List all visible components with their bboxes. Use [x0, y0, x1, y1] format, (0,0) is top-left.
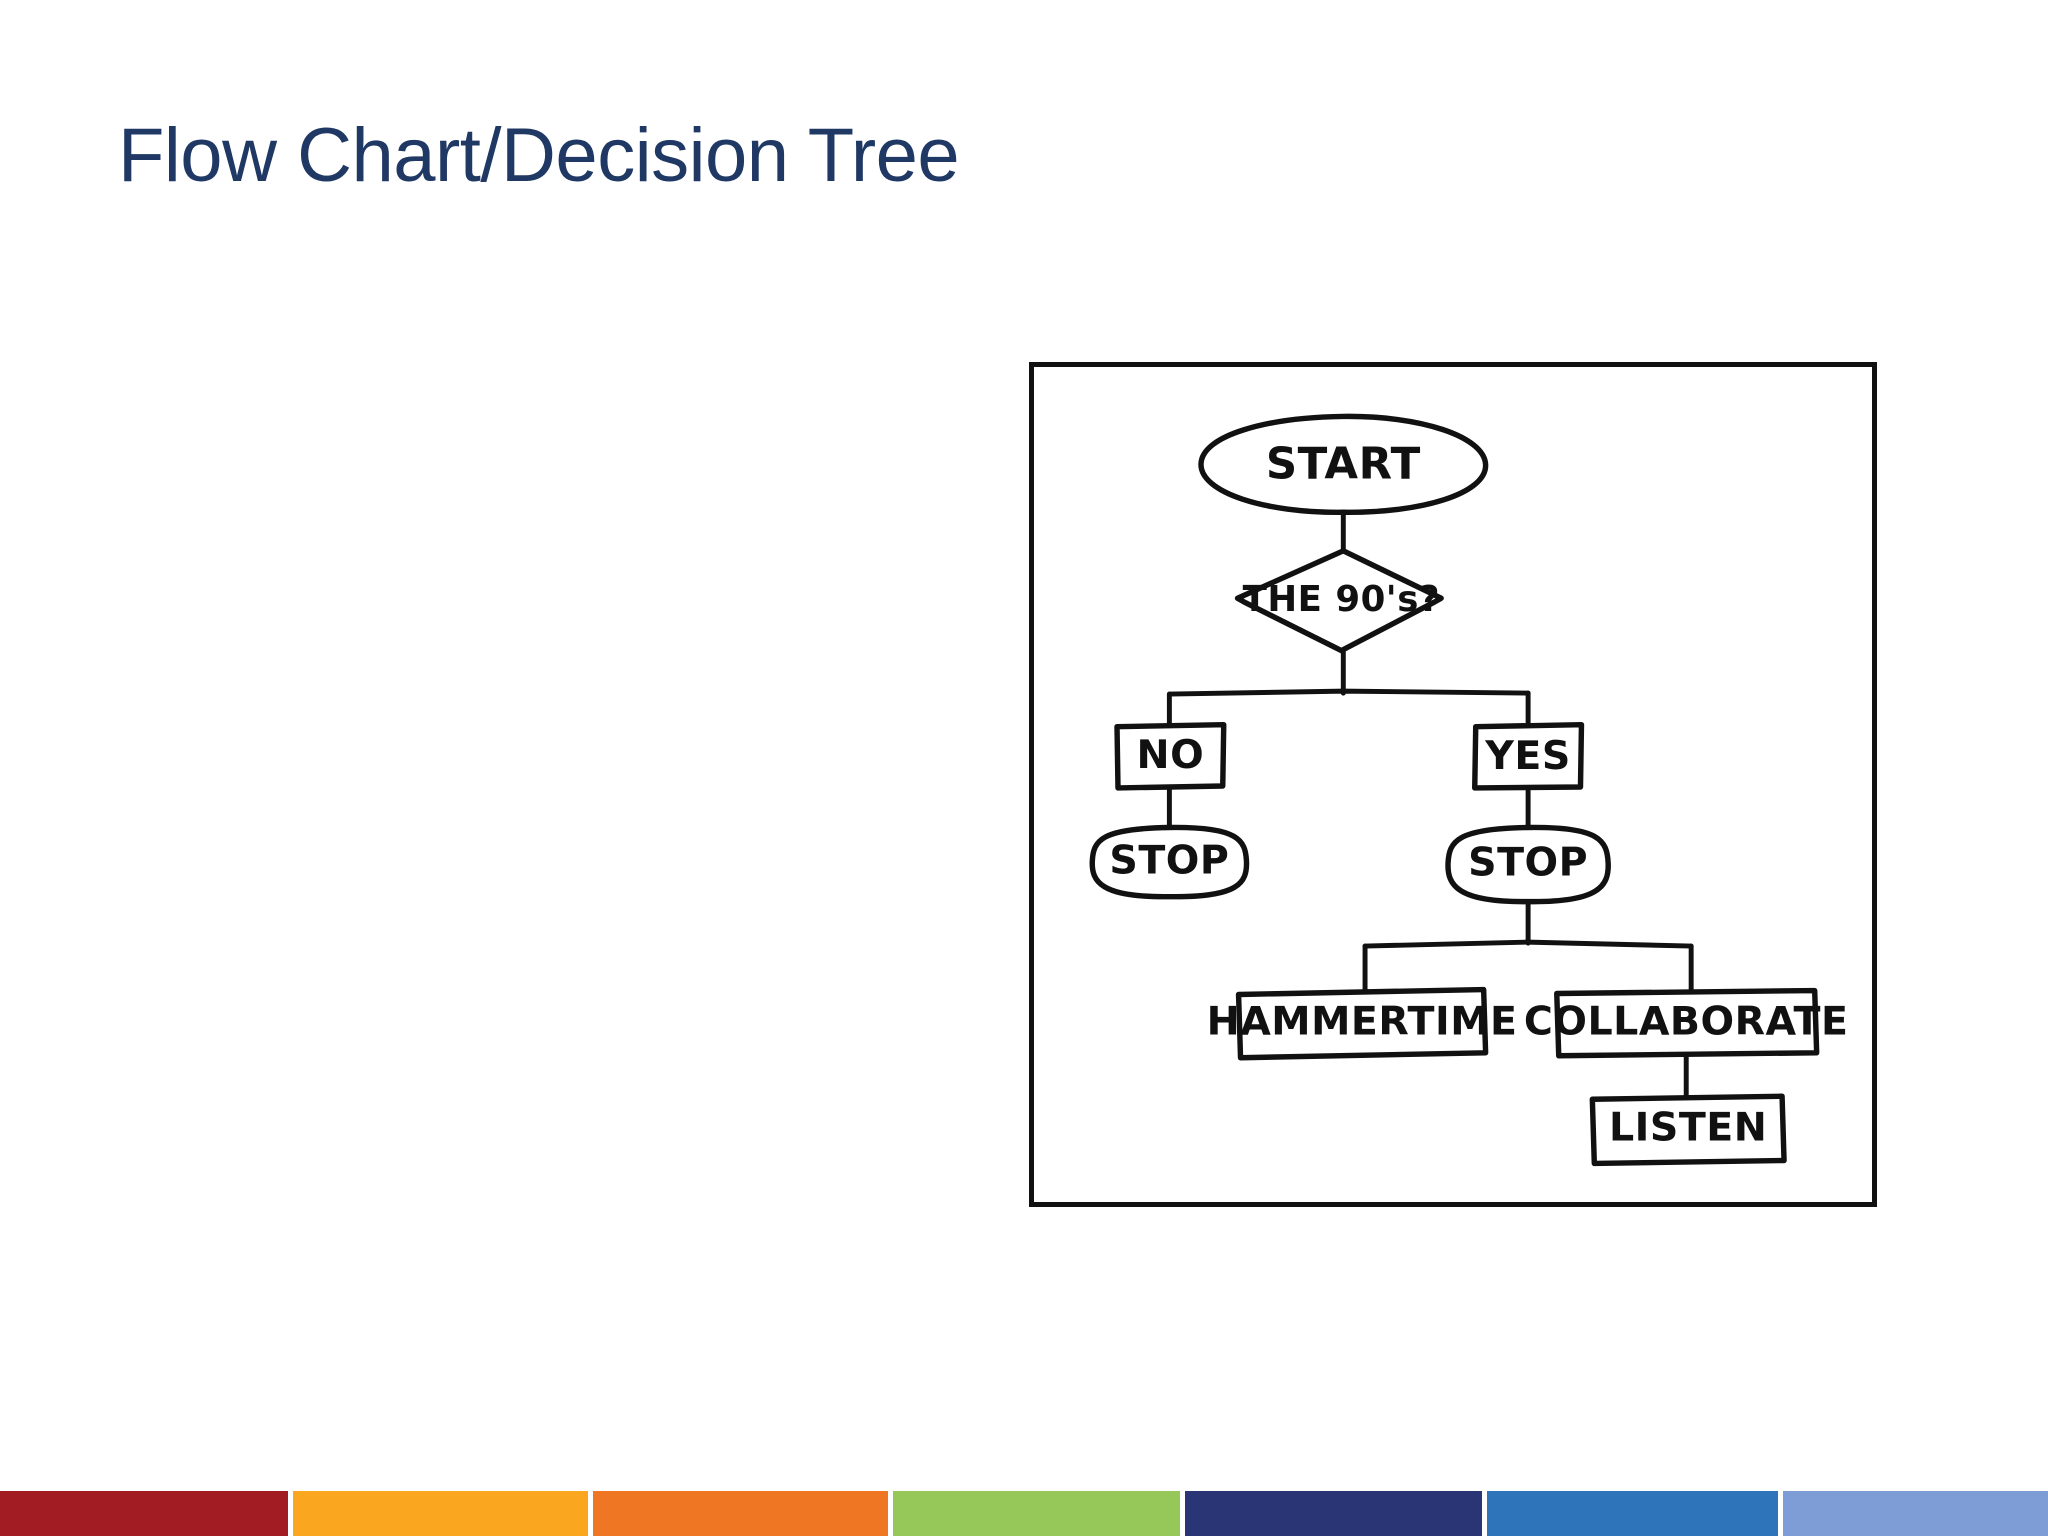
node-decision: THE 90's?	[1234, 548, 1444, 654]
no-label: NO	[1137, 732, 1205, 778]
yes-label: YES	[1484, 733, 1571, 779]
edge-decision-split-bar	[1166, 688, 1531, 697]
node-listen: LISTEN	[1589, 1093, 1787, 1167]
node-collaborate: COLLABORATE	[1524, 987, 1849, 1059]
collaborate-box	[1554, 987, 1820, 1059]
decision-diamond	[1234, 548, 1444, 654]
stop-right-ellipse	[1445, 824, 1611, 905]
edge-stop-split-bar	[1362, 939, 1694, 949]
stop-left-ellipse	[1089, 824, 1250, 900]
start-ellipse	[1198, 413, 1489, 515]
swatch-orange	[593, 1488, 893, 1536]
node-start: START	[1198, 413, 1489, 515]
hammertime-label: HAMMERTIME	[1207, 999, 1518, 1045]
swatch-green	[893, 1488, 1185, 1536]
swatch-navy	[1185, 1488, 1487, 1536]
swatch-light-blue	[1783, 1488, 2048, 1536]
node-no: NO	[1114, 721, 1227, 791]
no-box	[1114, 721, 1227, 791]
node-yes: YES	[1472, 721, 1585, 791]
stop-left-label: STOP	[1109, 838, 1229, 884]
listen-box	[1589, 1093, 1787, 1167]
yes-box	[1472, 721, 1585, 791]
swatch-blue	[1487, 1488, 1783, 1536]
start-label: START	[1266, 439, 1421, 489]
listen-label: LISTEN	[1609, 1104, 1767, 1150]
node-stop-left: STOP	[1089, 824, 1250, 900]
flowchart-image: START THE 90's? NO YES STOP	[1029, 362, 1877, 1207]
hammertime-box	[1235, 986, 1489, 1061]
swatch-dark-red	[0, 1488, 293, 1536]
collaborate-label: COLLABORATE	[1524, 999, 1849, 1045]
stop-right-label: STOP	[1468, 840, 1588, 886]
node-stop-right: STOP	[1445, 824, 1611, 905]
node-hammertime: HAMMERTIME	[1207, 986, 1518, 1061]
footer-color-bar	[0, 1488, 2048, 1536]
page-title: Flow Chart/Decision Tree	[118, 113, 960, 198]
flowchart-svg: START THE 90's? NO YES STOP	[1089, 413, 1849, 1167]
swatch-amber	[293, 1488, 593, 1536]
decision-label: THE 90's?	[1243, 579, 1440, 620]
